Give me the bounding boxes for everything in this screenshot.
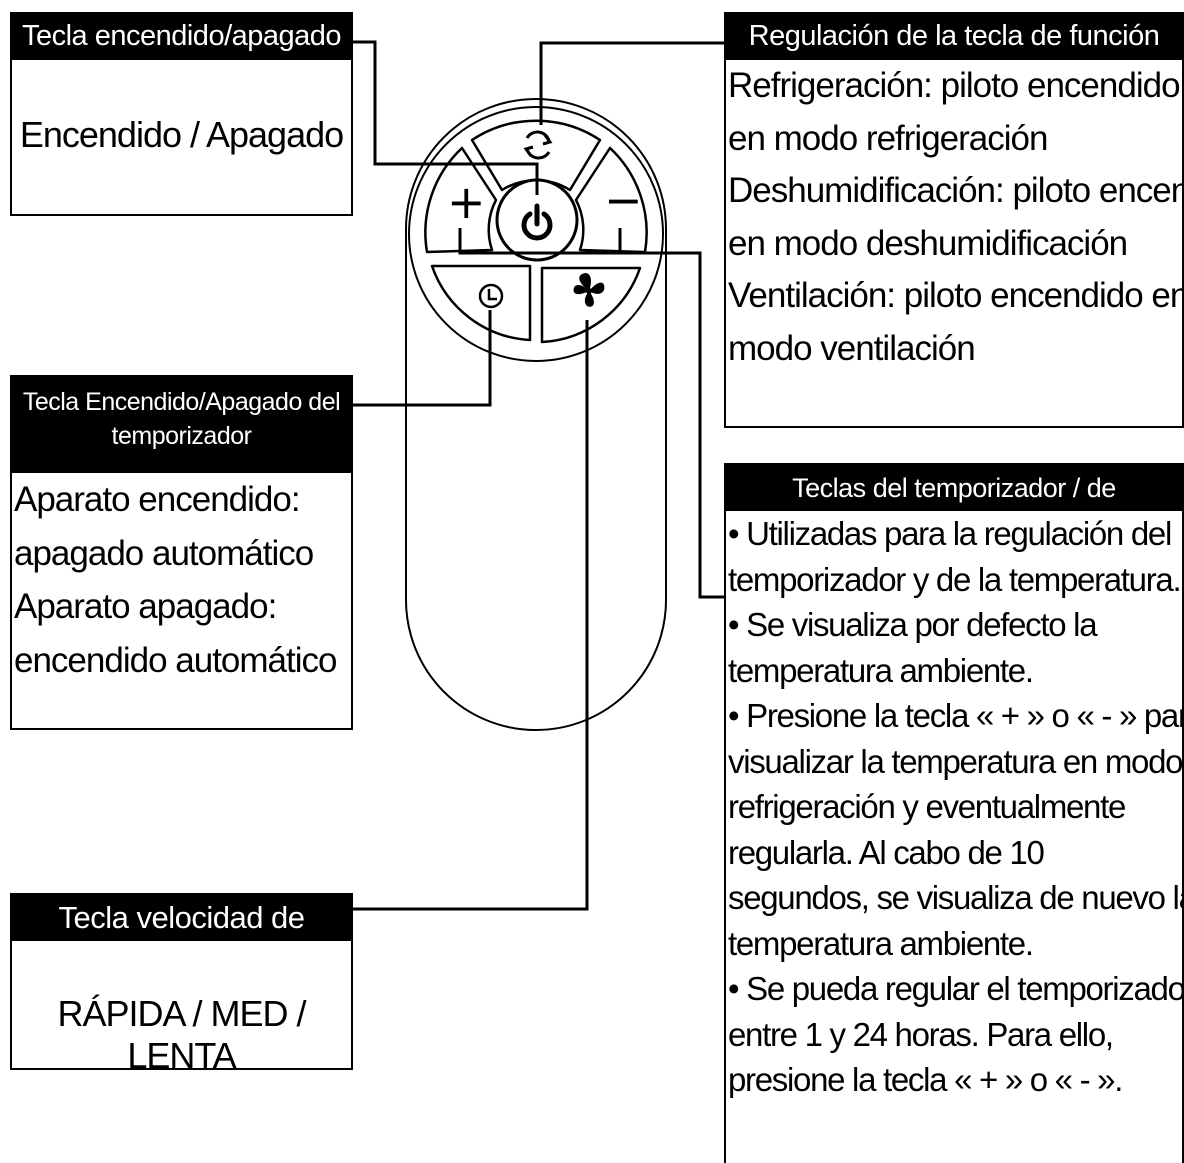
- temp-line: temporizador y de la temperatura.: [728, 560, 1182, 598]
- temp-line: presione la tecla « + » o « - ».: [728, 1061, 1123, 1098]
- temp-line: • Se visualiza por defecto la: [728, 606, 1098, 643]
- function-line: Ventilación: piloto encendido en: [728, 276, 1184, 315]
- fan-speed-description: RÁPIDA / MED / LENTA: [57, 993, 306, 1070]
- timer-key-description: Aparato encendido: apagado automático Ap…: [12, 473, 351, 687]
- function-key-title: Regulación de la tecla de función: [726, 14, 1182, 60]
- temp-line: regularla. Al cabo de 10: [728, 833, 1045, 871]
- temp-line: segundos, se visualiza de nuevo la: [728, 879, 1184, 916]
- leader-power: [353, 40, 539, 195]
- timer-line: Aparato encendido:: [14, 480, 301, 519]
- temp-line: temperatura ambiente.: [728, 924, 1034, 962]
- function-line: modo ventilación: [728, 328, 976, 368]
- timer-line: apagado automático: [14, 533, 314, 573]
- power-icon: [521, 203, 553, 241]
- function-line: en modo deshumidificación: [728, 223, 1128, 263]
- function-line: en modo refrigeración: [728, 118, 1048, 158]
- leader-temp: [458, 228, 724, 599]
- minus-button[interactable]: [574, 146, 648, 254]
- temp-line: • Presione la tecla « + » o « - » para: [728, 697, 1184, 734]
- fan-speed-title: Tecla velocidad de ventilación: [12, 895, 351, 981]
- power-key-title: Tecla encendido/apagado: [12, 14, 351, 60]
- minus-label: −: [604, 173, 643, 227]
- function-line: Deshumidificación: piloto encendido: [728, 171, 1182, 210]
- timer-clock-icon: [478, 283, 504, 309]
- function-key-box: Regulación de la tecla de función Refrig…: [724, 12, 1184, 428]
- temp-line: visualizar la temperatura en modo: [728, 742, 1183, 780]
- timer-line: Aparato apagado:: [14, 587, 277, 626]
- temp-line: temperatura ambiente.: [728, 651, 1034, 689]
- temp-line: entre 1 y 24 horas. Para ello,: [728, 1015, 1114, 1053]
- timer-line: encendido automático: [14, 640, 337, 680]
- function-line: Refrigeración: piloto encendido: [728, 66, 1181, 105]
- leader-fan: [353, 320, 589, 911]
- power-key-description: Encendido / Apagado: [19, 114, 344, 155]
- timer-key-title: Tecla Encendido/Apagado del temporizador: [12, 377, 351, 473]
- temp-line: refrigeración y eventualmente: [728, 788, 1126, 825]
- fan-icon: [573, 273, 605, 307]
- plus-button[interactable]: [424, 146, 498, 254]
- temperature-keys-title: Teclas del temporizador / de temperatura: [726, 465, 1182, 549]
- power-key-box: Tecla encendido/apagado Encendido / Apag…: [10, 12, 353, 216]
- temp-line: • Utilizadas para la regulación del: [728, 515, 1172, 552]
- timer-title-line: Tecla Encendido/Apagado del: [22, 388, 341, 416]
- leader-function: [539, 41, 724, 125]
- fan-speed-box: Tecla velocidad de ventilación RÁPIDA / …: [10, 893, 353, 1070]
- leader-timer: [353, 310, 492, 407]
- temperature-keys-box: Teclas del temporizador / de temperatura…: [724, 463, 1184, 1163]
- temperature-keys-description: • Utilizadas para la regulación del temp…: [726, 511, 1182, 1103]
- timer-key-box: Tecla Encendido/Apagado del temporizador…: [10, 375, 353, 730]
- plus-label: +: [447, 175, 486, 229]
- timer-title-line: temporizador: [111, 422, 252, 450]
- temp-line: • Se pueda regular el temporizador: [728, 970, 1184, 1007]
- leader-lines: [353, 40, 724, 911]
- function-key-description: Refrigeración: piloto encendido en modo …: [726, 60, 1182, 375]
- mode-cycle-icon: [523, 130, 553, 160]
